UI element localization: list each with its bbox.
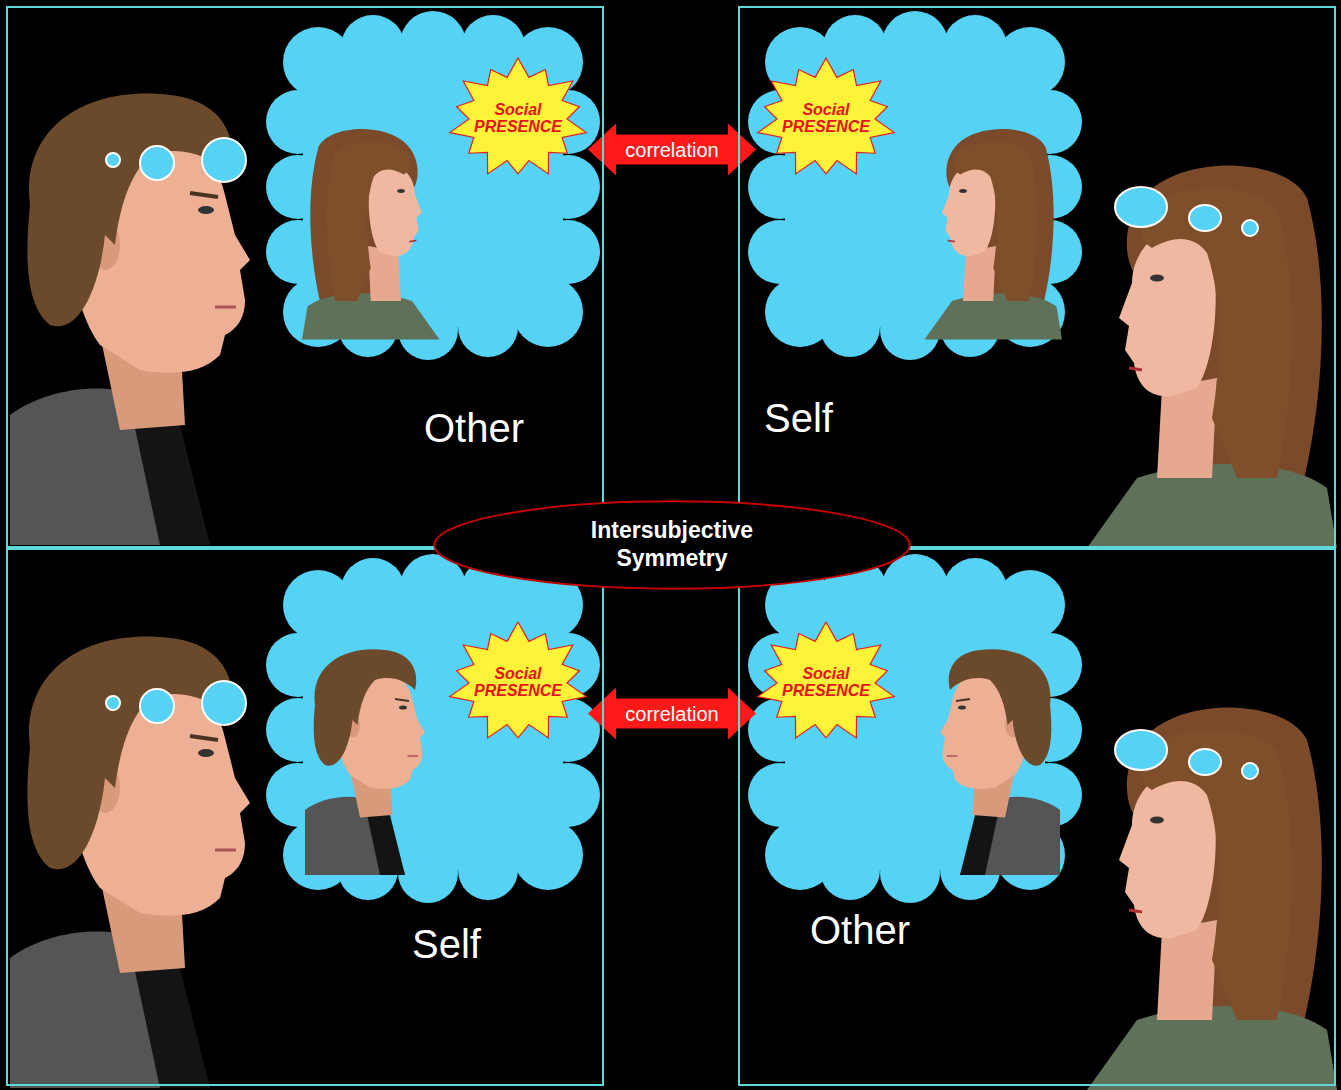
starburst-outline <box>758 622 895 738</box>
thought-cloud <box>266 11 600 360</box>
woman-figure <box>1087 165 1337 548</box>
starburst-text: Social PRESENCE <box>776 102 876 136</box>
starburst-node: Social PRESENCE <box>448 622 588 744</box>
man-figure <box>10 93 250 545</box>
role-label: Self <box>412 922 481 966</box>
man-figure <box>10 636 250 1088</box>
imagined-woman <box>302 129 440 339</box>
thought-cloud <box>748 554 1082 903</box>
role-label: Other <box>810 908 910 952</box>
panel-box: Self Social PRESENCE <box>738 6 1336 548</box>
role-label: Self <box>764 396 833 440</box>
panel-box: Self Social PRESENCE <box>6 548 604 1086</box>
thought-dots <box>106 138 1258 779</box>
panel-box: Other Social PRESENCE <box>738 548 1336 1086</box>
imagined-man <box>305 649 425 875</box>
starburst-outline <box>450 622 587 738</box>
starburst-text: Social PRESENCE <box>468 666 568 700</box>
starburst-node: Social PRESENCE <box>448 58 588 180</box>
starburst-node: Social PRESENCE <box>756 622 896 744</box>
starburst-text: Social PRESENCE <box>468 102 568 136</box>
ellipse-node: Intersubjective Symmetry <box>432 500 912 590</box>
arrow-label: correlation <box>622 138 721 162</box>
role-label: Other <box>424 406 524 450</box>
thought-cloud <box>266 554 600 903</box>
starburst-node: Social PRESENCE <box>756 58 896 180</box>
arrow-label: correlation <box>622 702 721 726</box>
starburst-text: Social PRESENCE <box>776 666 876 700</box>
woman-figure <box>1087 707 1337 1090</box>
ellipse-text: Intersubjective Symmetry <box>552 517 792 572</box>
double-arrow <box>588 688 756 740</box>
panel-box: Other Social PRESENCE <box>6 6 604 548</box>
imagined-woman <box>925 129 1063 339</box>
imagined-man <box>940 649 1060 875</box>
double-arrow <box>588 124 756 176</box>
thought-cloud <box>748 11 1082 360</box>
starburst-outline <box>758 58 895 174</box>
ellipse-outline <box>434 501 909 588</box>
starburst-outline <box>450 58 587 174</box>
